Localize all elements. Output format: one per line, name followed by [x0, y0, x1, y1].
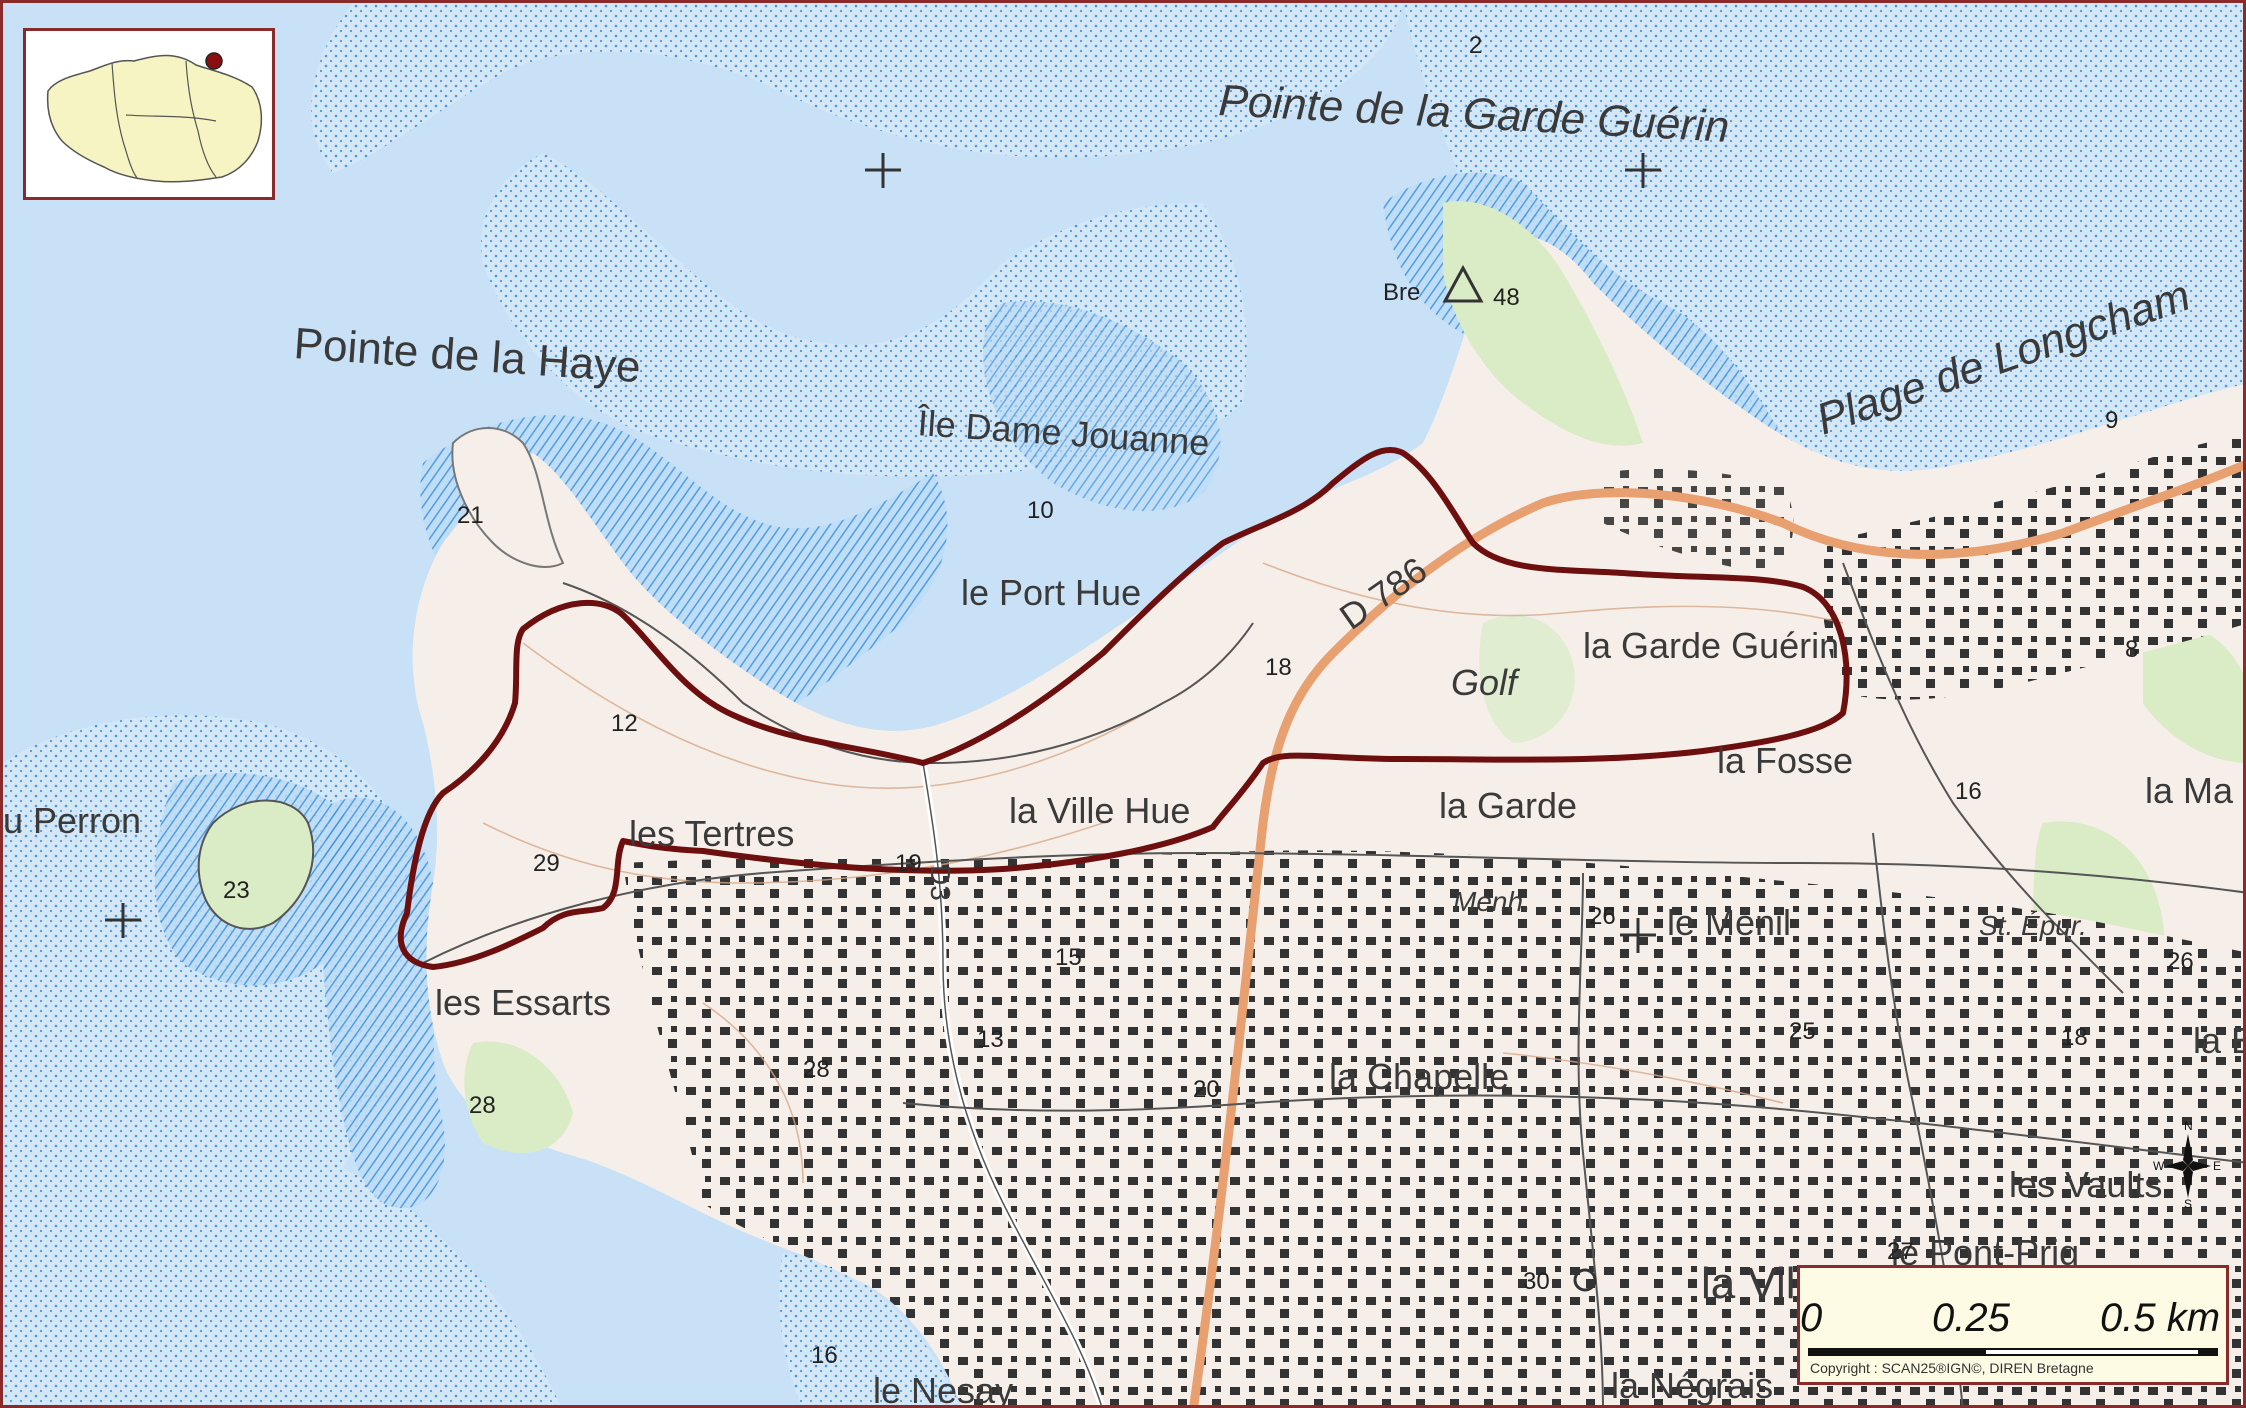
location-marker [205, 52, 223, 70]
scale-tick-05: 0.5 km [2100, 1296, 2221, 1340]
scale-bar-graphic [1808, 1348, 2218, 1356]
foreshore-east [1403, 3, 2243, 543]
label-le-nesay: le Nesay [873, 1370, 1013, 1408]
perron-islet [197, 799, 315, 930]
road-fosse [1842, 562, 2124, 994]
label-la-ville-hue: la Ville Hue [1009, 790, 1190, 831]
spot-height: 18 [2061, 1024, 2088, 1051]
compass-north: N [2184, 1119, 2193, 1133]
label-les-tertres: les Tertres [629, 813, 794, 854]
spot-height: 28 [803, 1056, 830, 1083]
zone-outline [397, 446, 1850, 970]
label-bre: Bre [1383, 279, 1420, 306]
spot-height: 9 [2105, 407, 2118, 434]
spot-height: 23 [223, 877, 250, 904]
spot-height: 12 [611, 710, 638, 737]
compass-west: W [2153, 1159, 2165, 1173]
road-tertres [422, 851, 2243, 964]
spot-height: 30 [1523, 1268, 1550, 1295]
spot-height: 48 [1493, 284, 1520, 311]
spot-height: 19 [895, 850, 922, 877]
label-du-perron: u Perron [3, 800, 141, 841]
scale-tick-0: 0 [1800, 1296, 1823, 1340]
spot-height: 15 [1055, 944, 1082, 971]
spot-height: 26 [2167, 948, 2194, 975]
label-st-epur: St. Épur. [1979, 910, 2087, 941]
cross-symbol [865, 153, 901, 188]
label-le-port-hue: le Port Hue [961, 572, 1141, 613]
spot-height: 16 [811, 1342, 838, 1369]
locator-map [46, 52, 263, 183]
label-golf: Golf [1451, 662, 1521, 703]
vegetation-golf [1479, 615, 1575, 743]
label-la-ev: la Ev [2193, 1020, 2246, 1061]
cross-symbol [105, 903, 141, 938]
rocky-shore-central [983, 301, 1221, 512]
haye-headland [451, 427, 565, 568]
spot-height: 13 [977, 1026, 1004, 1053]
map-symbols [105, 153, 1661, 1292]
spot-height: 26 [1589, 903, 1616, 930]
label-le-menil: le Ménil [1667, 902, 1791, 943]
spot-heights: 2 48 21 10 12 29 23 18 15 13 28 28 20 30… [223, 32, 2194, 1369]
spot-height: 25 [1789, 1018, 1816, 1045]
label-la-garde: la Garde [1439, 785, 1577, 826]
spot-height: 16 [1955, 778, 1982, 805]
road-chapelle [902, 1094, 2243, 1164]
cross-symbol [1625, 153, 1661, 188]
map-canvas: Pointe de la Garde Guérin Pointe de la H… [3, 3, 2246, 1408]
map-copyright: Copyright : SCAN25®IGN©, DIREN Bretagne [1810, 1360, 2094, 1376]
locator-inset [23, 28, 275, 200]
label-la-negrais: la Négrais [1611, 1365, 1773, 1406]
spot-height: 2 [1469, 32, 1482, 59]
contour-lines [482, 562, 1844, 1184]
foreshore-south-2 [779, 1253, 961, 1405]
compass-icon: N E S W [2153, 1119, 2221, 1208]
label-la-garde-guerin: la Garde Guérin [1583, 625, 1839, 666]
spot-height: 8 [2125, 636, 2138, 663]
label-la-chapelle: la Chapelle [1329, 1056, 1509, 1097]
road-coast [562, 582, 1254, 765]
foreshore-south [140, 1136, 561, 1405]
scale-tick-025: 0.25 [1932, 1296, 2010, 1340]
spot-height: 29 [533, 850, 560, 877]
label-la-fosse: la Fosse [1717, 740, 1853, 781]
label-menh: Menh. [1453, 886, 1531, 917]
road-d786 [1189, 460, 2243, 1405]
road-menil [1577, 872, 1604, 1405]
vegetation-essarts [464, 1041, 573, 1153]
compass-east: E [2213, 1159, 2221, 1173]
spot-height: 27 [1887, 1238, 1914, 1265]
spot-height: 21 [457, 502, 484, 529]
foreshore-north [311, 3, 1404, 173]
spot-height: 20 [1193, 1076, 1220, 1103]
compass-rose: N E S W [2153, 1118, 2223, 1208]
vegetation-garde [1443, 201, 1643, 446]
label-road-d3: D3 [925, 865, 956, 901]
label-les-vaults: les Vaults [2009, 1164, 2162, 1205]
spot-height: 10 [1027, 497, 1054, 524]
label-les-essarts: les Essarts [435, 982, 611, 1023]
vegetation-east-2 [2143, 620, 2243, 763]
spot-height: 28 [469, 1092, 496, 1119]
road-d3-edge [922, 762, 1102, 1405]
department-border [111, 60, 217, 180]
scale-bar: 0 0.25 0.5 km Copyright : SCAN25®IGN©, D… [1797, 1265, 2229, 1385]
built-up-area-east [1821, 434, 2243, 700]
cross-symbol [1620, 918, 1656, 953]
compass-south: S [2184, 1197, 2192, 1208]
triangle-symbol [1442, 264, 1484, 303]
label-la-vil: la Vil [1701, 1259, 1796, 1308]
label-la-ma: la Ma [2145, 770, 2234, 811]
spot-height: 18 [1265, 654, 1292, 681]
roundabout-symbol [1573, 1268, 1597, 1292]
brittany-outline [46, 54, 263, 183]
